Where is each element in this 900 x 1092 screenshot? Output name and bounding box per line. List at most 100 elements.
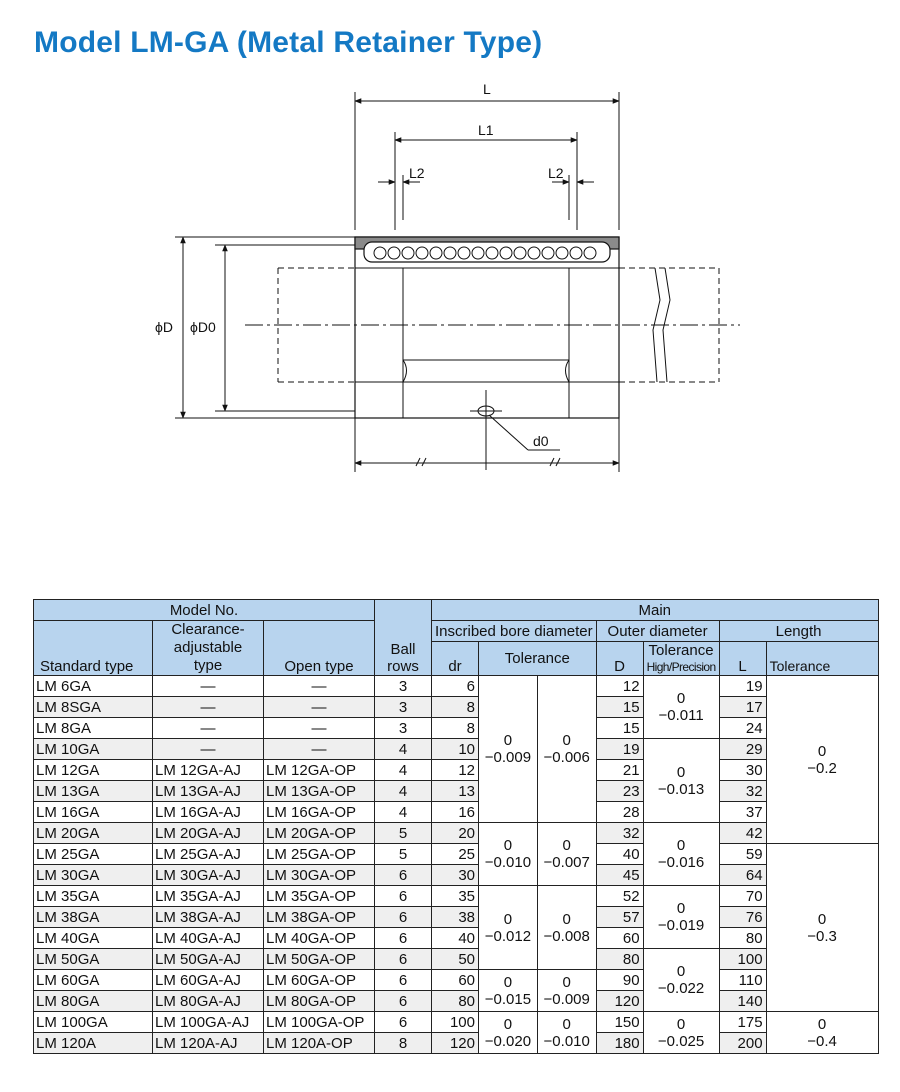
bore-high-tolerance-cell: 0−0.009 bbox=[478, 675, 538, 823]
outer-diameter-cell: 12 bbox=[595, 675, 644, 697]
inscribed-bore-header: Inscribed bore diameter bbox=[431, 620, 597, 642]
length-cell: 200 bbox=[718, 1032, 767, 1054]
open-type-cell: — bbox=[263, 675, 375, 697]
outer-diameter-cell: 80 bbox=[595, 948, 644, 970]
outer-tolerance-cell: 0−0.016 bbox=[642, 822, 720, 886]
clearance-type-cell: LM 38GA-AJ bbox=[152, 906, 264, 928]
dr-cell: 120 bbox=[431, 1032, 479, 1054]
outer-diameter-cell: 21 bbox=[595, 759, 644, 781]
standard-type-cell: LM 30GA bbox=[33, 864, 153, 886]
dr-cell: 35 bbox=[431, 885, 479, 907]
outer-diameter-cell: 40 bbox=[595, 843, 644, 865]
bushing-drawing: L L1 L2 L2 ϕD ϕD0 d0 bbox=[155, 81, 740, 472]
dim-d0-label: d0 bbox=[533, 433, 549, 449]
dim-L2-left-label: L2 bbox=[409, 165, 425, 181]
ball-rows-cell: 6 bbox=[374, 990, 432, 1012]
standard-type-cell: LM 40GA bbox=[33, 927, 153, 949]
L-header: L bbox=[718, 641, 767, 676]
outer-diameter-cell: 15 bbox=[595, 696, 644, 718]
length-cell: 110 bbox=[718, 969, 767, 991]
dim-L-label: L bbox=[483, 81, 491, 97]
dr-cell: 40 bbox=[431, 927, 479, 949]
standard-type-cell: LM 120A bbox=[33, 1032, 153, 1054]
length-cell: 19 bbox=[718, 675, 767, 697]
ball-rows-cell: 4 bbox=[374, 801, 432, 823]
dr-cell: 20 bbox=[431, 822, 479, 844]
open-type-cell: LM 35GA-OP bbox=[263, 885, 375, 907]
open-type-cell: LM 60GA-OP bbox=[263, 969, 375, 991]
outer-diameter-cell: 90 bbox=[595, 969, 644, 991]
length-cell: 30 bbox=[718, 759, 767, 781]
bore-high-tolerance-cell: 0−0.010 bbox=[478, 822, 538, 886]
length-cell: 42 bbox=[718, 822, 767, 844]
standard-type-cell: LM 8GA bbox=[33, 717, 153, 739]
standard-type-cell: LM 80GA bbox=[33, 990, 153, 1012]
open-type-cell: LM 13GA-OP bbox=[263, 780, 375, 802]
clearance-type-cell: LM 60GA-AJ bbox=[152, 969, 264, 991]
outer-diameter-cell: 57 bbox=[595, 906, 644, 928]
clearance-type-cell: LM 80GA-AJ bbox=[152, 990, 264, 1012]
D-header: D bbox=[595, 641, 644, 676]
outer-diameter-cell: 23 bbox=[595, 780, 644, 802]
length-cell: 70 bbox=[718, 885, 767, 907]
standard-type-cell: LM 13GA bbox=[33, 780, 153, 802]
open-type-cell: — bbox=[263, 717, 375, 739]
bore-precision-tolerance-cell: 0−0.006 bbox=[536, 675, 597, 823]
bore-precision-tolerance-cell: 0−0.010 bbox=[536, 1011, 597, 1054]
outer-tolerance-cell: 0−0.022 bbox=[642, 948, 720, 1012]
bore-precision-tolerance-cell: 0−0.009 bbox=[536, 969, 597, 1012]
ball-rows-cell: 4 bbox=[374, 759, 432, 781]
length-cell: 80 bbox=[718, 927, 767, 949]
clearance-type-cell: LM 30GA-AJ bbox=[152, 864, 264, 886]
length-cell: 64 bbox=[718, 864, 767, 886]
length-cell: 59 bbox=[718, 843, 767, 865]
length-cell: 37 bbox=[718, 801, 767, 823]
ball-rows-cell: 6 bbox=[374, 969, 432, 991]
main-header: Main bbox=[431, 599, 879, 621]
open-type-header: Open type bbox=[263, 620, 375, 676]
length-tolerance-header: Tolerance bbox=[765, 641, 879, 676]
standard-type-cell: LM 100GA bbox=[33, 1011, 153, 1033]
outer-diameter-header: Outer diameter bbox=[595, 620, 720, 642]
dim-L2-right-label: L2 bbox=[548, 165, 564, 181]
outer-diameter-cell: 150 bbox=[595, 1011, 644, 1033]
clearance-type-cell: — bbox=[152, 675, 264, 697]
outer-tolerance-cell: 0−0.019 bbox=[642, 885, 720, 949]
length-tolerance-cell: 0−0.4 bbox=[765, 1011, 879, 1054]
length-cell: 29 bbox=[718, 738, 767, 760]
clearance-type-cell: LM 40GA-AJ bbox=[152, 927, 264, 949]
standard-type-cell: LM 20GA bbox=[33, 822, 153, 844]
dr-cell: 50 bbox=[431, 948, 479, 970]
open-type-cell: — bbox=[263, 738, 375, 760]
standard-type-cell: LM 6GA bbox=[33, 675, 153, 697]
ball-rows-cell: 4 bbox=[374, 738, 432, 760]
open-type-cell: LM 38GA-OP bbox=[263, 906, 375, 928]
dr-cell: 8 bbox=[431, 717, 479, 739]
open-type-cell: LM 12GA-OP bbox=[263, 759, 375, 781]
outer-diameter-cell: 180 bbox=[595, 1032, 644, 1054]
ball-rows-cell: 6 bbox=[374, 906, 432, 928]
outer-tolerance-cell: 0−0.025 bbox=[642, 1011, 720, 1054]
page-title: Model LM-GA (Metal Retainer Type) bbox=[34, 26, 543, 59]
ball-rows-cell: 6 bbox=[374, 927, 432, 949]
outer-diameter-cell: 120 bbox=[595, 990, 644, 1012]
clearance-type-cell: LM 13GA-AJ bbox=[152, 780, 264, 802]
ball-rows-cell: 5 bbox=[374, 843, 432, 865]
ball-rows-cell: 8 bbox=[374, 1032, 432, 1054]
outer-diameter-cell: 19 bbox=[595, 738, 644, 760]
clearance-type-cell: LM 12GA-AJ bbox=[152, 759, 264, 781]
dr-cell: 25 bbox=[431, 843, 479, 865]
length-cell: 175 bbox=[718, 1011, 767, 1033]
dr-cell: 10 bbox=[431, 738, 479, 760]
length-cell: 32 bbox=[718, 780, 767, 802]
length-cell: 100 bbox=[718, 948, 767, 970]
ball-rows-cell: 6 bbox=[374, 1011, 432, 1033]
